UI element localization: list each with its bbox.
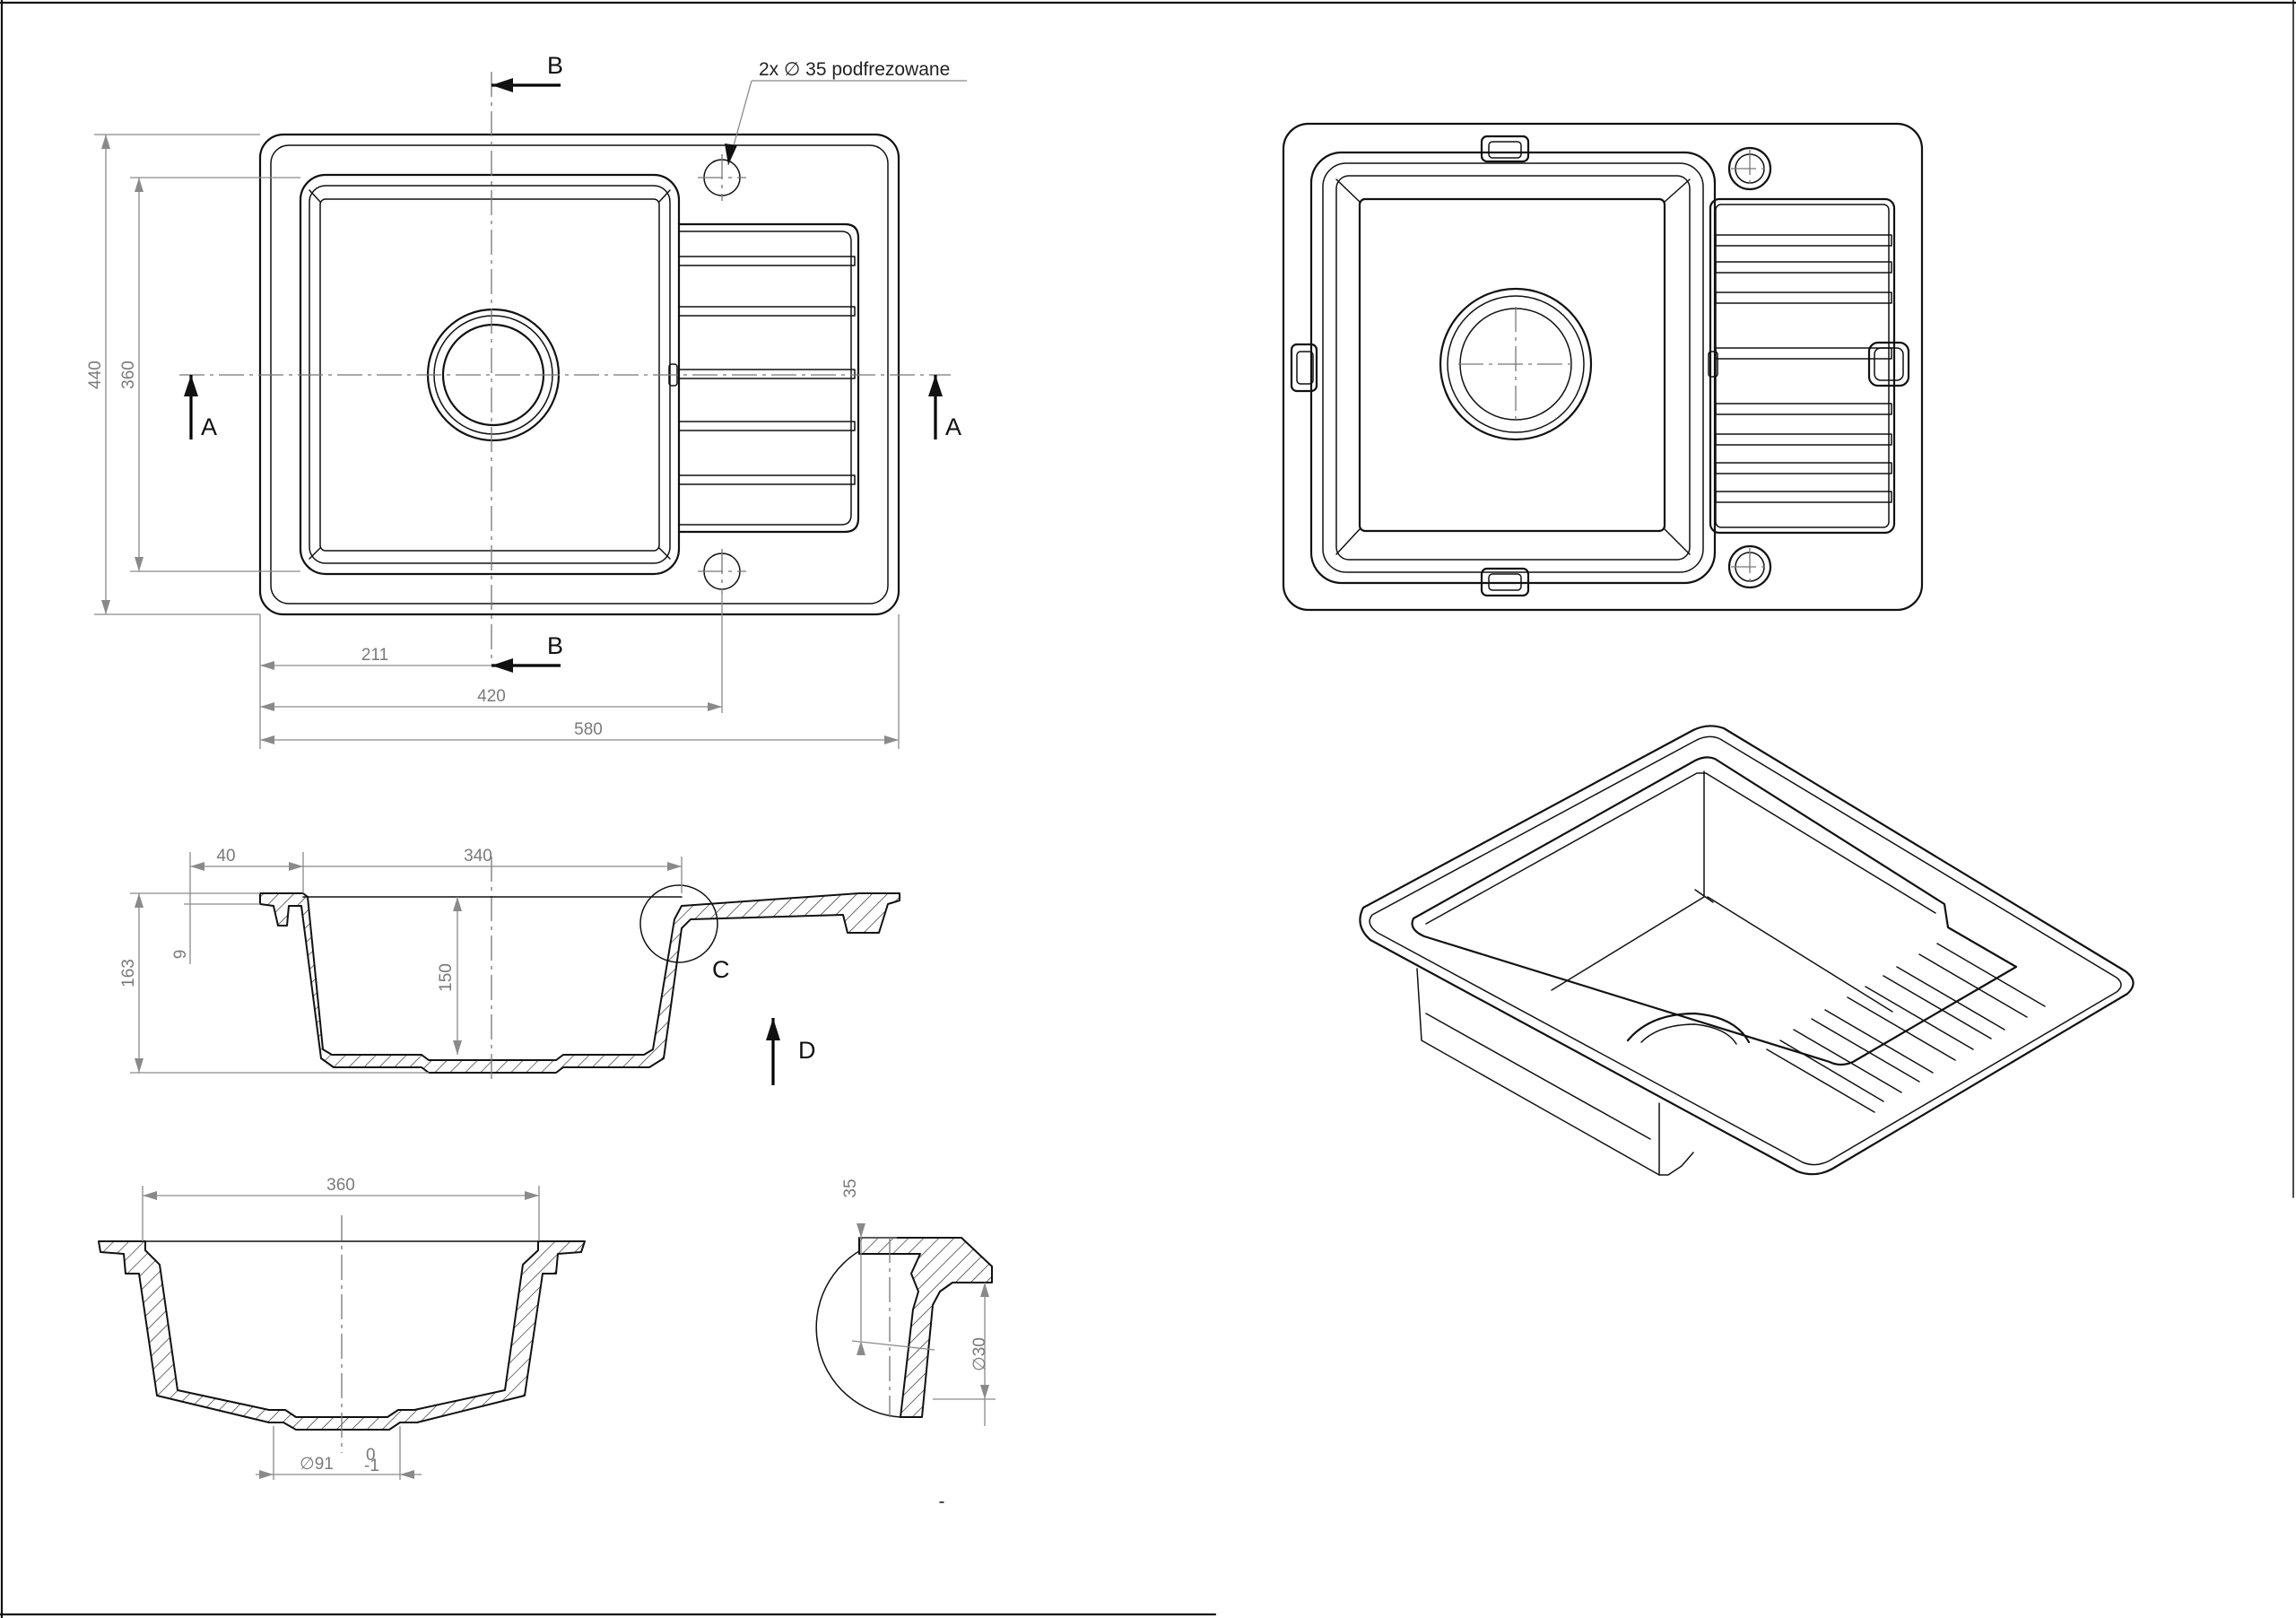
dim-580: 580: [574, 720, 603, 739]
dim-35: 35: [841, 1179, 860, 1197]
section-a-dimensions: 40 340 163 9 150: [119, 847, 683, 1074]
dim-30: ∅30: [970, 1337, 989, 1371]
section-b-dimensions: 360 ∅91 0 -1: [142, 1176, 540, 1480]
top-view-render: [1282, 122, 1924, 612]
dim-drain-diameter: ∅91: [300, 1455, 334, 1474]
section-marker-a-right: A: [928, 375, 961, 440]
isometric-drainboard-ribs: [1766, 943, 2046, 1113]
dim-150: 150: [437, 963, 456, 992]
render-drainboard-ribs: [1715, 234, 1892, 503]
detail-c-label: C: [712, 956, 730, 983]
dim-420: 420: [477, 687, 506, 706]
tolerance-upper: 0: [366, 1446, 376, 1465]
dim-360: 360: [119, 361, 138, 389]
view-d-label: D: [798, 1037, 816, 1064]
tap-hole-note-text: 2x ∅ 35 podfrezowane: [759, 59, 950, 80]
tolerance-lower: -1: [364, 1457, 379, 1475]
dim-40: 40: [216, 847, 235, 866]
section-b-label: B: [547, 632, 563, 659]
section-marker-b-top: B: [491, 52, 563, 92]
dim-163: 163: [119, 959, 138, 987]
dim-211: 211: [361, 646, 388, 665]
dim-9: 9: [171, 950, 190, 960]
section-marker-b-bottom: B: [491, 632, 563, 673]
section-b-label: B: [547, 52, 563, 79]
tap-hole-note: 2x ∅ 35 podfrezowane: [725, 59, 967, 166]
dim-440: 440: [86, 361, 105, 389]
top-view-plan: [179, 72, 951, 664]
detail-c-view: 35 ∅30: [815, 1179, 996, 1426]
top-view-dimensions: 440 360 211 420 580: [86, 134, 900, 749]
dim-340: 340: [464, 847, 492, 866]
dim-360-section: 360: [326, 1176, 355, 1195]
section-b-profile: [98, 1215, 586, 1453]
section-a-profile: [259, 857, 900, 1081]
section-marker-a-left: A: [184, 375, 217, 440]
drainboard-ribs: [678, 256, 856, 485]
section-a-label: A: [201, 413, 217, 440]
isometric-view: [1359, 725, 2135, 1176]
section-a-label: A: [945, 413, 961, 440]
view-d-arrow: D: [766, 1018, 816, 1085]
